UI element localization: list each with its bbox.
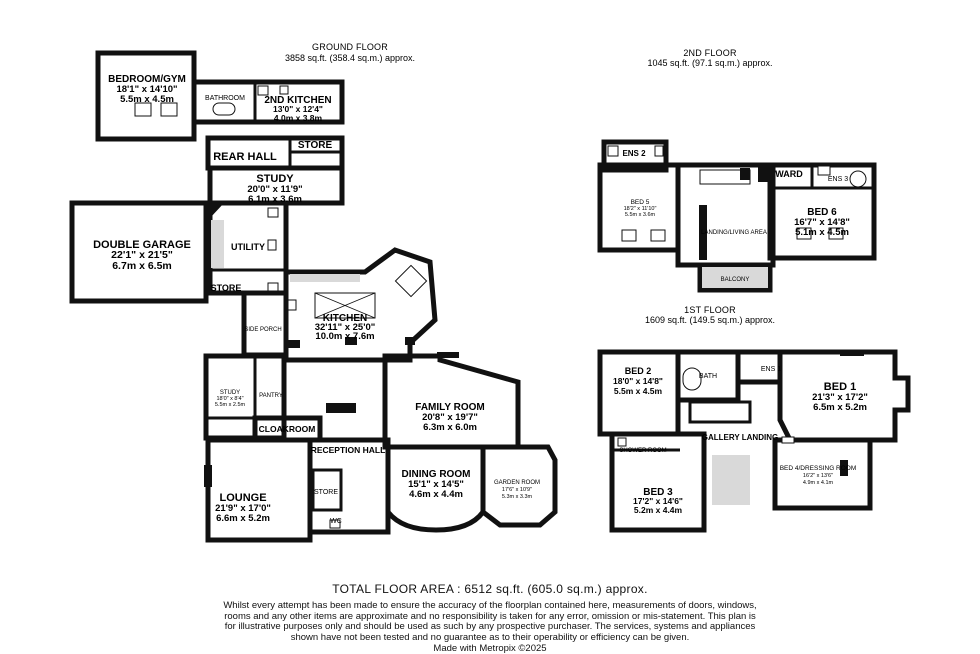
side-porch-label: SIDE PORCH — [244, 327, 281, 333]
ens1-label: ENS 1 — [761, 366, 781, 373]
garden-room-label: GARDEN ROOM — [494, 480, 540, 486]
second-floor-area: 1045 sq.ft. (97.1 sq.m.) approx. — [647, 58, 772, 68]
first-floor-labels: BED 2 18'0" x 14'8" 5.5m x 4.5m BATH ENS… — [613, 366, 868, 515]
store-utility-label: STORE — [211, 283, 242, 293]
kitchen-metric: 10.0m x 7.6m — [315, 331, 374, 342]
kitchen-walls — [283, 247, 438, 363]
store-rear-label: STORE — [298, 140, 333, 151]
side-porch-walls — [241, 290, 289, 358]
wc-label: WC — [330, 518, 342, 525]
study-small-imperial: 18'0" x 8'4" — [216, 396, 243, 402]
garage-imperial: 22'1" x 21'5" — [111, 249, 173, 261]
bath-label: BATH — [699, 373, 717, 380]
bed1-metric: 6.5m x 5.2m — [813, 402, 867, 413]
balcony-walls — [697, 262, 773, 293]
kitchen2-metric: 4.0m x 3.8m — [274, 113, 323, 123]
bedroom-gym-imperial: 18'1" x 14'10" — [116, 84, 177, 95]
pantry-label: PANTRY — [259, 393, 283, 399]
lounge-label: LOUNGE — [219, 492, 266, 504]
bedroom-gym-label: BEDROOM/GYM — [108, 74, 186, 85]
garden-room-imperial: 17'6" x 10'9" — [502, 487, 532, 493]
family-room-metric: 6.3m x 6.0m — [423, 422, 477, 433]
store-hall-label: STORE — [314, 489, 338, 496]
bed1-label: BED 1 — [824, 381, 856, 393]
bed6-walls — [767, 162, 877, 261]
ens2-label: ENS 2 — [622, 149, 646, 158]
family-room-imperial: 20'8" x 19'7" — [422, 412, 478, 423]
ens3-label: ENS 3 — [828, 176, 848, 183]
second-floor-labels: ENS 2 BED 5 18'2" x 11'10" 5.5m x 3.6m L… — [622, 149, 849, 283]
ens2-walls — [601, 139, 669, 173]
utility-label: UTILITY — [231, 242, 265, 252]
bed4-imperial: 16'2" x 13'6" — [803, 473, 833, 479]
family-room-label: FAMILY ROOM — [415, 402, 484, 413]
balcony-label: BALCONY — [721, 277, 750, 283]
garage-walls — [69, 200, 209, 304]
annex-bath-kitchen-walls — [191, 79, 345, 125]
ground-floor-plan — [69, 50, 558, 543]
bedroom-gym-metric: 5.5m x 4.5m — [120, 94, 174, 105]
bed4-metric: 4.9m x 4.1m — [803, 480, 834, 486]
garden-room-metric: 5.3m x 3.3m — [502, 494, 533, 500]
kitchen2-label: 2ND KITCHEN — [264, 95, 331, 106]
second-floor-title: 2ND FLOOR — [683, 48, 737, 58]
dining-room-label: DINING ROOM — [402, 469, 471, 480]
metropix-credit: Made with Metropix ©2025 — [433, 643, 547, 654]
kitchen-imperial: 32'11" x 25'0" — [315, 322, 376, 333]
bed3-walls — [609, 431, 707, 533]
study-main-imperial: 20'0" x 11'9" — [247, 184, 302, 195]
study-small-label: STUDY — [220, 390, 240, 396]
landing-living-label: LANDING/LIVING AREA — [701, 230, 767, 236]
bed3-metric: 5.2m x 4.4m — [634, 505, 683, 515]
kitchen2-imperial: 13'0" x 12'4" — [273, 104, 323, 114]
bed2-label: BED 2 — [625, 366, 652, 376]
bed1-imperial: 21'3" x 17'2" — [812, 392, 868, 403]
bed2-metric: 5.5m x 4.5m — [614, 386, 663, 396]
bathroom-label: BATHROOM — [205, 95, 245, 102]
first-floor-plan — [597, 349, 911, 533]
dining-room-metric: 4.6m x 4.4m — [409, 489, 463, 500]
bed1-walls — [777, 349, 911, 443]
bed3-imperial: 17'2" x 14'6" — [633, 496, 683, 506]
dining-room-imperial: 15'1" x 14'5" — [408, 479, 464, 490]
floor-titles: GROUND FLOOR 3858 sq.ft. (358.4 sq.m.) a… — [285, 42, 775, 325]
garage-metric: 6.7m x 6.5m — [112, 260, 172, 272]
ward-label: WARD — [775, 169, 803, 179]
garage-label: DOUBLE GARAGE — [93, 239, 191, 251]
reception-hall-label: RECEPTION HALL — [311, 445, 386, 455]
bed6-metric: 5.1m x 4.5m — [795, 227, 849, 238]
lounge-metric: 6.6m x 5.2m — [216, 513, 270, 524]
footer: TOTAL FLOOR AREA : 6512 sq.ft. (605.0 sq… — [0, 582, 980, 654]
bed6-imperial: 16'7" x 14'8" — [794, 217, 850, 228]
study-small-metric: 5.5m x 2.5m — [215, 402, 246, 408]
bed5-metric: 5.5m x 3.6m — [625, 212, 656, 218]
bed2-imperial: 18'0" x 14'8" — [613, 376, 663, 386]
gallery-landing-label: GALLERY LANDING — [702, 433, 778, 442]
ground-floor-title: GROUND FLOOR — [312, 42, 388, 52]
ground-floor-area: 3858 sq.ft. (358.4 sq.m.) approx. — [285, 53, 415, 63]
study-main-label: STUDY — [256, 173, 294, 185]
first-floor-title: 1ST FLOOR — [684, 305, 736, 315]
bed4-label: BED 4/DRESSING ROOM — [780, 465, 857, 472]
bed5-imperial: 18'2" x 11'10" — [624, 206, 657, 212]
bed4-walls — [772, 437, 873, 511]
lounge-imperial: 21'9" x 17'0" — [215, 503, 271, 514]
ground-floor-labels: BEDROOM/GYM 18'1" x 14'10" 5.5m x 4.5m B… — [93, 74, 540, 525]
bed6-label: BED 6 — [807, 207, 837, 218]
garden-room-walls — [480, 444, 558, 528]
study-main-metric: 6.1m x 3.6m — [248, 194, 302, 205]
disclaimer-text: Whilst every attempt has been made to en… — [223, 600, 757, 643]
cloakroom-label: CLOAKROOM — [259, 424, 316, 434]
rear-hall-label: REAR HALL — [213, 151, 277, 163]
bed5-label: BED 5 — [631, 199, 650, 206]
lounge-walls — [205, 437, 313, 543]
kitchen-label: KITCHEN — [323, 313, 367, 324]
dining-room-walls — [385, 444, 486, 533]
second-floor-plan — [597, 139, 877, 293]
total-floor-area: TOTAL FLOOR AREA : 6512 sq.ft. (605.0 sq… — [332, 582, 648, 596]
first-floor-area: 1609 sq.ft. (149.5 sq.m.) approx. — [645, 315, 775, 325]
shower-room-label: SHOWER ROOM — [619, 448, 666, 454]
bed3-label: BED 3 — [643, 487, 673, 498]
